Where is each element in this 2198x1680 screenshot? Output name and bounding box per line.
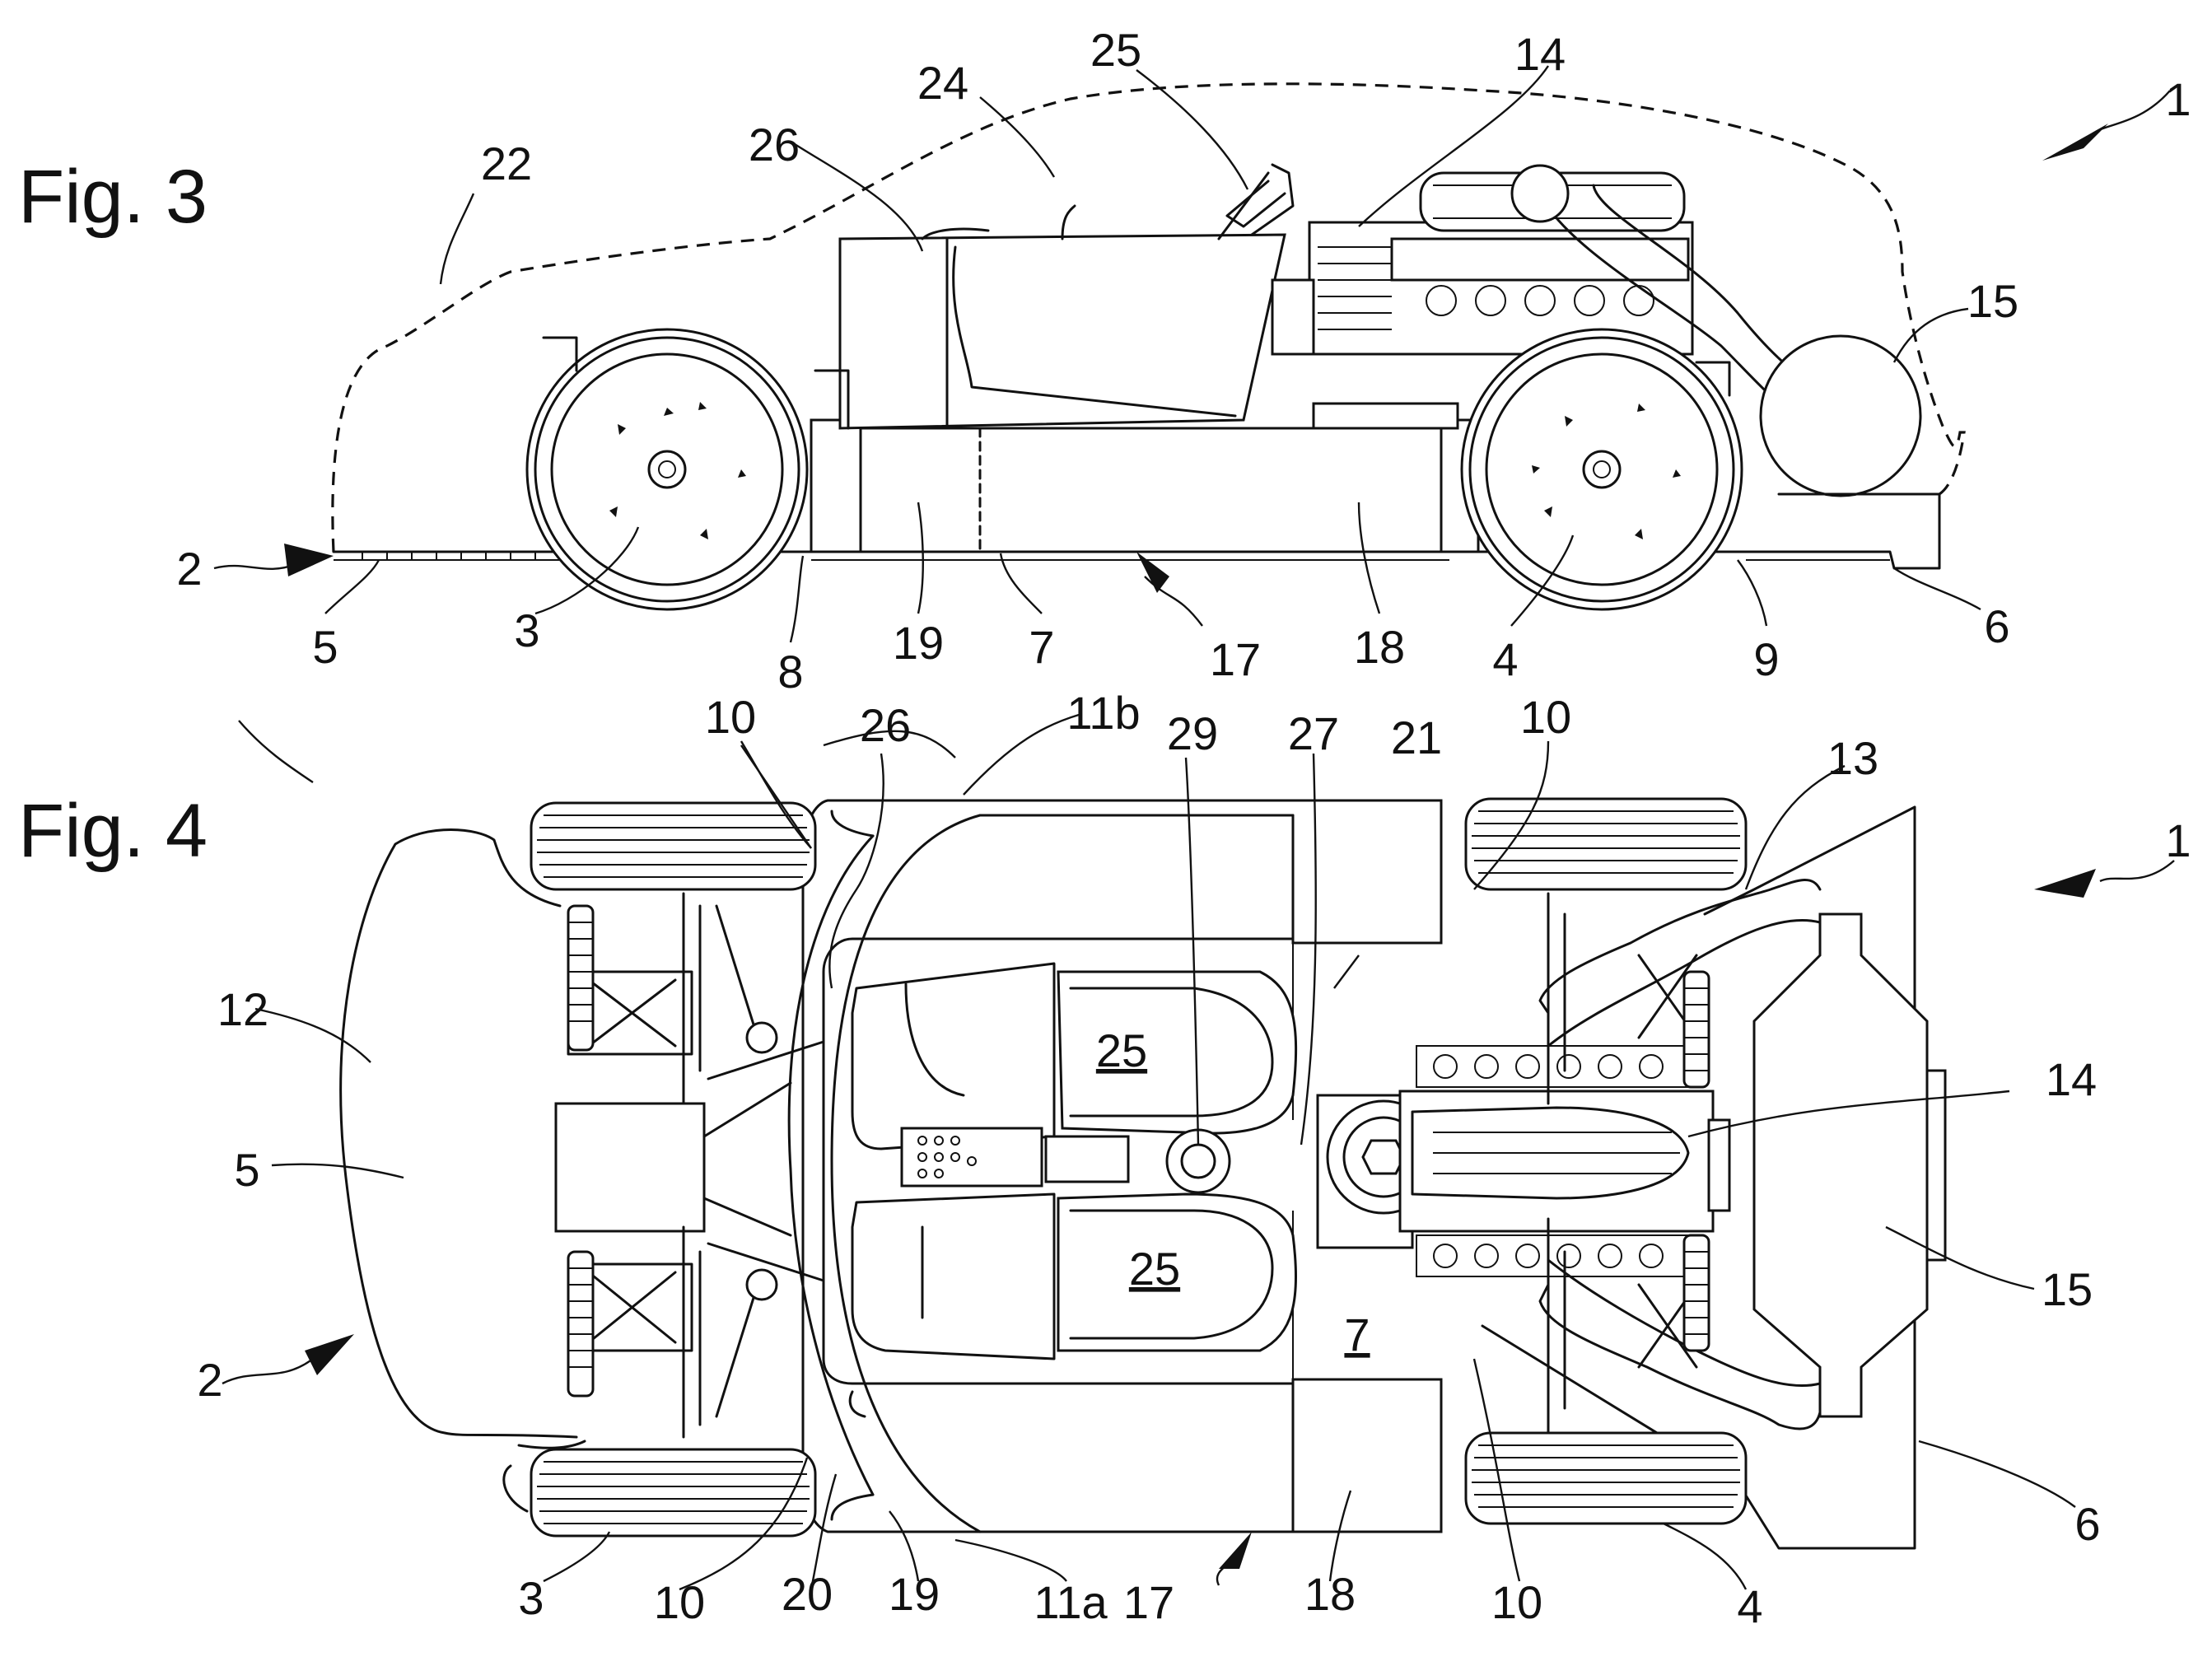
fig4-label-15: 15 [2042,1263,2093,1315]
fig4-label-21: 21 [1391,712,1442,763]
fig4-label-19: 19 [889,1568,940,1620]
fig4-label-20: 20 [782,1568,833,1620]
fig3-side-view: Fig. 3 [18,24,2191,698]
fig4-label-10-front-top: 10 [705,691,756,743]
fig4-label-6: 6 [2074,1498,2100,1550]
fig3-ref-arrow-2 [284,544,334,576]
fig3-label-1: 1 [2165,73,2191,125]
fig4-label-3: 3 [518,1572,544,1624]
fig4-chassis-tub [787,799,1443,1533]
fig4-label-10-rear-bottom: 10 [1491,1576,1542,1628]
fig4-title: Fig. 4 [18,789,208,873]
fig4-front-left-tyre [530,801,817,891]
fig3-label-18: 18 [1354,621,1405,673]
fig4-cylinder-heads [1416,1045,1689,1277]
fig4-seats [851,962,1298,1360]
fig3-label-8: 8 [777,646,803,698]
fig3-label-6: 6 [1984,600,2009,652]
fig4-front-suspension [554,892,825,1439]
fig4-label-12: 12 [217,983,268,1035]
fig4-label-26: 26 [860,699,911,751]
fig3-exhaust [1510,164,1941,497]
fig4-label-14: 14 [2046,1053,2097,1105]
fig4-ref-arrow-17 [1219,1532,1252,1569]
fig3-label-4: 4 [1492,633,1518,685]
fig3-label-14: 14 [1514,28,1566,80]
fig4-label-29: 29 [1167,707,1218,759]
fig4-label-25-top: 25 [1096,1024,1147,1076]
fig4-label-11a: 11a [1034,1576,1108,1628]
fig3-label-25: 25 [1090,24,1141,76]
fig4-label-27: 27 [1288,707,1339,759]
fig3-title: Fig. 3 [18,155,208,239]
fig4-rear-right-tyre [1464,1431,1748,1525]
fig3-body-outline [331,82,1966,553]
fig4-top-view: Fig. 4 [18,687,2191,1632]
fig3-label-22: 22 [481,138,532,189]
fig3-rear-wheel [1460,328,1743,611]
fig3-ref-arrow-1 [2042,124,2108,161]
fig4-label-10-front-bottom: 10 [654,1576,705,1628]
fig4-leaders [222,713,2175,1591]
fig4-front-right-tyre [530,1448,817,1538]
fig4-label-18: 18 [1304,1568,1356,1620]
fig4-label-13: 13 [1827,732,1878,784]
fig4-exhaust-top [1538,878,1947,1430]
fig3-label-5: 5 [312,621,338,673]
fig3-label-2: 2 [176,543,202,595]
fig3-front-wheel [525,328,809,611]
fig4-label-7: 7 [1344,1309,1370,1360]
fig4-rear-suspension [1547,892,1710,1439]
fig3-reference-labels: 1 2 3 4 5 6 7 8 9 14 15 17 18 19 22 24 2… [176,24,2191,698]
fig4-label-17: 17 [1123,1576,1174,1628]
fig4-ref-arrow-2 [305,1334,354,1375]
fig3-side-sill [810,418,1480,553]
fig3-label-19: 19 [893,617,944,669]
fig4-label-2: 2 [197,1354,222,1406]
fig3-label-24: 24 [917,57,968,109]
fig4-label-1: 1 [2165,814,2191,866]
fig4-rear-left-tyre [1464,797,1748,891]
fig3-engine [1271,171,1694,430]
fig3-label-9: 9 [1753,633,1779,685]
fig3-ref-arrow-17 [1136,552,1169,593]
fig4-engine-top [1316,1045,1731,1277]
fig3-label-3: 3 [514,604,539,656]
fig4-reference-labels: 1 2 3 4 5 6 7 10 10 10 10 11a 11b 12 13 … [197,687,2191,1632]
fig4-label-4: 4 [1737,1580,1762,1632]
fig4-label-5: 5 [234,1144,259,1196]
fig3-label-15: 15 [1967,275,2018,327]
fig4-label-10-rear-top: 10 [1520,691,1571,743]
fig4-ref-arrow-1 [2034,869,2096,898]
fig3-label-26: 26 [749,119,800,170]
fig4-label-11b: 11b [1066,687,1140,739]
fig4-front-outline [339,828,578,1439]
fig3-label-7: 7 [1029,621,1054,673]
fig3-cockpit [838,163,1295,430]
fig3-leaders [213,65,2171,643]
fig4-label-25-bottom: 25 [1129,1243,1180,1295]
fig3-label-17: 17 [1210,633,1261,685]
